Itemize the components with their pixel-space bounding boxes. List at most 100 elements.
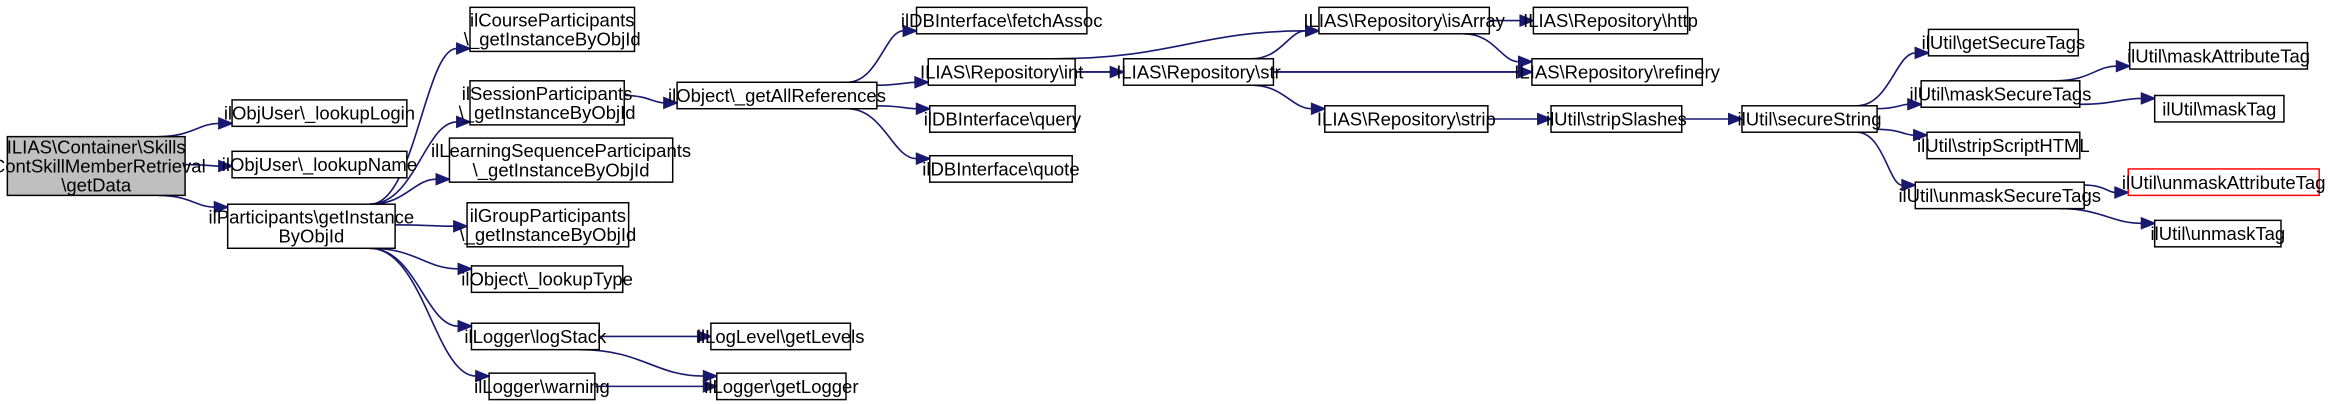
node-strip-slashes[interactable]: ilUtil\stripSlashes xyxy=(1546,105,1687,133)
node-box xyxy=(469,80,625,126)
node-label: ilCourseParticipants xyxy=(470,9,634,30)
node-quote[interactable]: ilDBInterface\quote xyxy=(922,154,1080,183)
node-unmask-attribute-tag[interactable]: ilUtil\unmaskAttributeTag xyxy=(2122,168,2326,197)
edge-root-to-lookup-login xyxy=(158,117,235,138)
node-course-part[interactable]: ilCourseParticipants\_getInstanceByObjId xyxy=(464,6,641,53)
node-box xyxy=(2153,219,2282,248)
edge-line xyxy=(876,104,917,110)
node-label: ilObjUser\_lookupName xyxy=(222,154,417,176)
edge-arrowhead xyxy=(2140,216,2157,230)
edge-arrowhead xyxy=(218,159,235,173)
node-label: ilUtil\unmaskSecureTags xyxy=(1898,185,2101,206)
node-repo-int[interactable]: ILIAS\Repository\int xyxy=(920,58,1083,86)
node-label: ILIAS\Repository\isArray xyxy=(1303,10,1505,31)
edge-session-part-to-get-all-refs xyxy=(624,94,680,110)
node-mask-attribute-tag[interactable]: ilUtil\maskAttributeTag xyxy=(2127,41,2310,70)
edge-arrowhead xyxy=(2115,59,2132,73)
edge-warning-to-get-logger xyxy=(594,379,719,393)
node-label: ILIAS\Repository\strip xyxy=(1317,109,1496,130)
edge-root-to-lookup-name xyxy=(185,159,235,173)
node-label: \_getInstanceByObjId xyxy=(459,102,636,124)
node-strip-script-html[interactable]: ilUtil\stripScriptHTML xyxy=(1917,131,2090,160)
node-label: ilObject\_getAllReferences xyxy=(668,85,886,107)
node-mask-secure-tags[interactable]: ilUtil\maskSecureTags xyxy=(1909,80,2091,108)
edge-repo-str-to-is-array xyxy=(1250,24,1321,60)
edge-arrowhead xyxy=(453,219,470,233)
node-box xyxy=(1532,6,1689,35)
node-label: ilUtil\stripScriptHTML xyxy=(1917,135,2090,156)
node-box xyxy=(927,58,1076,86)
edge-line xyxy=(369,247,459,327)
node-box xyxy=(1550,105,1683,133)
edge-mask-secure-tags-to-mask-attribute-tag xyxy=(2055,59,2132,82)
node-get-all-refs[interactable]: ilObject\_getAllReferences xyxy=(668,81,886,110)
node-refinery[interactable]: ILIAS\Repository\refinery xyxy=(1514,58,1721,86)
node-warning[interactable]: ilLogger\warning xyxy=(474,372,610,401)
edge-arrowhead xyxy=(1310,102,1327,116)
edge-line xyxy=(369,121,457,206)
node-label: ILIAS\Container\Skills xyxy=(7,137,186,158)
node-query[interactable]: ilDBInterface\query xyxy=(924,105,1082,133)
edge-line xyxy=(1856,52,1916,107)
node-label: ilUtil\getSecureTags xyxy=(1922,32,2085,53)
node-get-logger[interactable]: ilLogger\getLogger xyxy=(704,372,859,401)
node-repo-str[interactable]: ILIAS\Repository\str xyxy=(1116,58,1281,86)
edge-strip-to-strip-slashes xyxy=(1487,112,1553,126)
node-label: ilDBInterface\query xyxy=(924,109,1082,130)
edge-arrowhead xyxy=(475,369,492,383)
edge-arrowhead xyxy=(435,172,452,186)
node-label: ilUtil\unmaskTag xyxy=(2151,223,2286,244)
node-box xyxy=(231,150,408,179)
node-label: ilUtil\secureString xyxy=(1738,109,1882,130)
node-lookup-name[interactable]: ilObjUser\_lookupName xyxy=(222,150,417,179)
node-part-get-inst[interactable]: ilParticipants\getInstanceByObjId xyxy=(209,203,415,250)
node-get-secure-tags[interactable]: ilUtil\getSecureTags xyxy=(1922,28,2085,57)
node-unmask-tag[interactable]: ilUtil\unmaskTag xyxy=(2151,219,2286,248)
node-label: ilLogger\warning xyxy=(474,376,610,397)
edge-arrowhead xyxy=(1537,112,1553,126)
node-is-array[interactable]: ILIAS\Repository\isArray xyxy=(1303,6,1506,35)
edge-get-all-refs-to-quote xyxy=(846,107,932,166)
node-label: ilUtil\maskAttributeTag xyxy=(2127,45,2310,66)
node-http[interactable]: ILIAS\Repository\http xyxy=(1523,6,1698,35)
node-root[interactable]: ILIAS\Container\Skills\ContSkillMemberRe… xyxy=(0,135,206,197)
edge-line xyxy=(1877,103,1908,110)
node-secure-string[interactable]: ilUtil\secureString xyxy=(1738,105,1882,133)
edge-get-all-refs-to-query xyxy=(876,102,932,116)
edge-log-stack-to-get-levels xyxy=(599,330,713,343)
edge-line xyxy=(158,122,219,138)
node-box xyxy=(470,322,600,351)
node-fetch-assoc[interactable]: ilDBInterface\fetchAssoc xyxy=(901,6,1103,35)
node-box xyxy=(1531,58,1704,86)
node-box xyxy=(1741,105,1878,133)
edge-arrowhead xyxy=(457,319,474,333)
edge-arrowhead xyxy=(218,117,235,130)
edge-repo-str-to-strip xyxy=(1250,84,1327,116)
node-strip[interactable]: ILIAS\Repository\strip xyxy=(1317,105,1496,133)
node-unmask-secure-tags[interactable]: ilUtil\unmaskSecureTags xyxy=(1898,181,2101,210)
edge-get-all-refs-to-fetch-assoc xyxy=(846,24,919,84)
node-log-stack[interactable]: ilLogger\logStack xyxy=(464,322,607,351)
node-ls-part[interactable]: ilLearningSequenceParticipants\_getInsta… xyxy=(431,137,691,183)
edge-line xyxy=(580,348,704,377)
node-group-part[interactable]: ilGroupParticipants\_getInstanceByObjId xyxy=(459,201,636,248)
node-label: ilLearningSequenceParticipants xyxy=(431,140,691,161)
edge-arrowhead xyxy=(1913,128,1930,142)
node-get-levels[interactable]: ilLogLevel\getLevels xyxy=(697,322,865,351)
edge-part-get-inst-to-warning xyxy=(369,247,492,383)
edge-arrowhead xyxy=(1305,24,1321,38)
edge-arrowhead xyxy=(213,200,230,214)
node-box xyxy=(6,135,186,197)
node-lookup-type[interactable]: ilObject\_lookupType xyxy=(461,265,633,294)
node-box xyxy=(915,6,1088,35)
node-lookup-login[interactable]: ilObjUser\_lookupLogin xyxy=(224,99,415,128)
node-label: ILIAS\Repository\http xyxy=(1523,10,1698,31)
node-label: \ContSkillMemberRetrieval xyxy=(0,156,206,177)
node-mask-tag[interactable]: ilUtil\maskTag xyxy=(2153,94,2285,123)
node-label: \_getInstanceByObjId xyxy=(473,159,650,181)
edge-arrowhead xyxy=(1728,112,1744,126)
node-box xyxy=(488,372,596,401)
node-label: ilUtil\maskSecureTags xyxy=(1909,84,2091,105)
node-session-part[interactable]: ilSessionParticipants\_getInstanceByObjI… xyxy=(459,80,636,126)
edge-get-all-refs-to-repo-int xyxy=(876,75,931,89)
